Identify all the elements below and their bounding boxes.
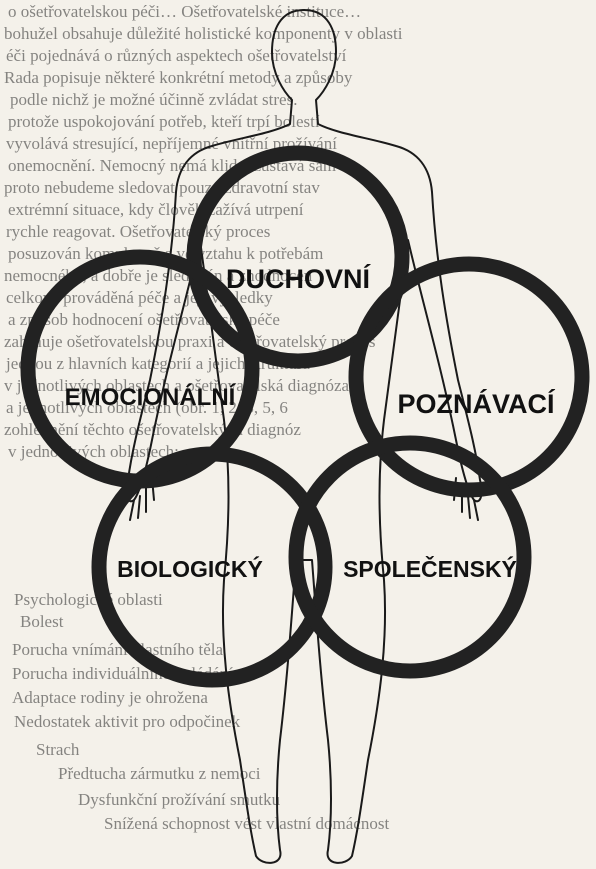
label-emotional: EMOCIONÁLNÍ — [65, 383, 237, 411]
label-spiritual: DUCHOVNÍ — [226, 263, 372, 294]
human-figure-outline — [126, 10, 481, 863]
label-social: SPOLEČENSKÝ — [343, 555, 517, 582]
label-biological: BIOLOGICKÝ — [117, 555, 263, 582]
label-cognitive: POZNÁVACÍ — [397, 388, 556, 419]
